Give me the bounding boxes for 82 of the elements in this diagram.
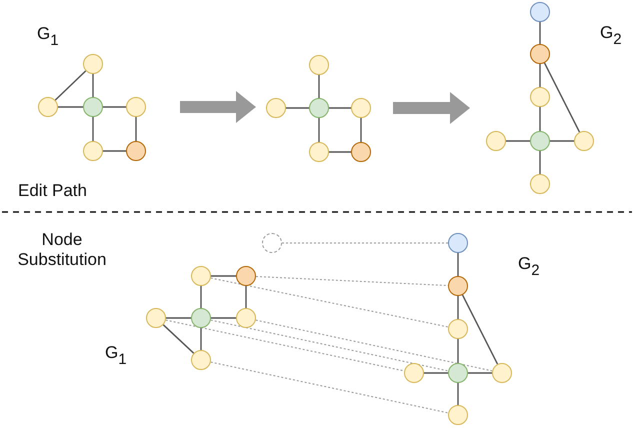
graph-edge — [329, 107, 351, 109]
graph-edge — [539, 107, 541, 131]
graph-edge — [135, 117, 137, 141]
graph-node — [83, 141, 103, 161]
graph-node — [266, 98, 286, 118]
graph-edge — [103, 150, 126, 152]
graph-edge — [162, 324, 194, 354]
graph-label: G$_{1}$ — [105, 343, 127, 364]
graph-edge — [245, 286, 247, 308]
block-arrow — [180, 91, 256, 123]
graph-node — [191, 350, 211, 370]
graph-edge — [539, 22, 541, 44]
graph-node — [448, 233, 468, 253]
graph-edge — [200, 328, 202, 350]
mapping-line — [255, 320, 493, 372]
graph-node — [126, 97, 146, 117]
graph-edge — [103, 106, 126, 108]
graph-node — [492, 363, 512, 383]
graph-edge — [166, 317, 191, 319]
graph-edge — [544, 62, 580, 132]
graph-edge — [457, 253, 459, 276]
graph-node — [486, 131, 506, 151]
graph-edge — [457, 296, 459, 319]
graph-node — [191, 266, 211, 286]
graph-node — [351, 98, 371, 118]
graph-edge — [211, 275, 236, 277]
graph-edge — [318, 75, 320, 98]
graph-edge — [360, 118, 362, 142]
graph-edge — [211, 317, 236, 319]
mapping-line — [256, 276, 448, 286]
graph-edge — [58, 106, 83, 108]
graph-node — [530, 2, 550, 22]
block-arrow — [393, 92, 470, 124]
placeholder-node — [262, 233, 282, 253]
graph-node — [530, 131, 550, 151]
graph-node — [83, 97, 103, 117]
graph-node — [448, 405, 468, 425]
graph-node — [404, 363, 424, 383]
mapping-line — [165, 320, 405, 372]
graph-edge — [457, 383, 459, 405]
graph-edge — [318, 118, 320, 142]
graph-node — [448, 276, 468, 296]
graph-label: G$_{2}$ — [600, 23, 622, 44]
graph-edge — [200, 286, 202, 308]
graph-node — [448, 363, 468, 383]
graph-edge — [550, 140, 574, 142]
graph-node — [126, 141, 146, 161]
graph-node — [83, 54, 103, 74]
graph-node — [236, 308, 256, 328]
graph-edge — [457, 339, 459, 363]
mapping-line — [210, 362, 449, 414]
graph-node — [309, 98, 329, 118]
graph-node — [530, 174, 550, 194]
graph-edge — [329, 151, 351, 153]
graph-node — [351, 142, 371, 162]
graph-node — [38, 97, 58, 117]
graph-node — [236, 266, 256, 286]
mapping-line — [210, 278, 449, 328]
graph-node — [309, 142, 329, 162]
graph-node — [146, 308, 166, 328]
graph-edge — [286, 107, 309, 109]
graph-edge — [468, 372, 492, 374]
graph-edge — [506, 140, 530, 142]
graph-edge — [92, 74, 94, 97]
graph-node — [574, 131, 594, 151]
graph-edge — [539, 64, 541, 87]
graph-label: G$_{2}$ — [518, 254, 540, 274]
graph-node — [448, 319, 468, 339]
graph-node — [309, 55, 329, 75]
graph-node — [530, 44, 550, 64]
mapping-line — [210, 320, 449, 372]
graph-edge — [54, 70, 86, 101]
graph-edge — [92, 117, 94, 141]
graph-node — [191, 308, 211, 328]
graph-label: G$_{1}$ — [37, 24, 59, 44]
graph-edge — [462, 294, 498, 364]
mapping-line — [282, 242, 448, 244]
section-label: Node Substitution — [16, 230, 108, 271]
graph-edge — [539, 151, 541, 174]
graph-label: Edit Path — [18, 181, 87, 202]
graph-node — [530, 87, 550, 107]
graph-edge — [424, 372, 448, 374]
